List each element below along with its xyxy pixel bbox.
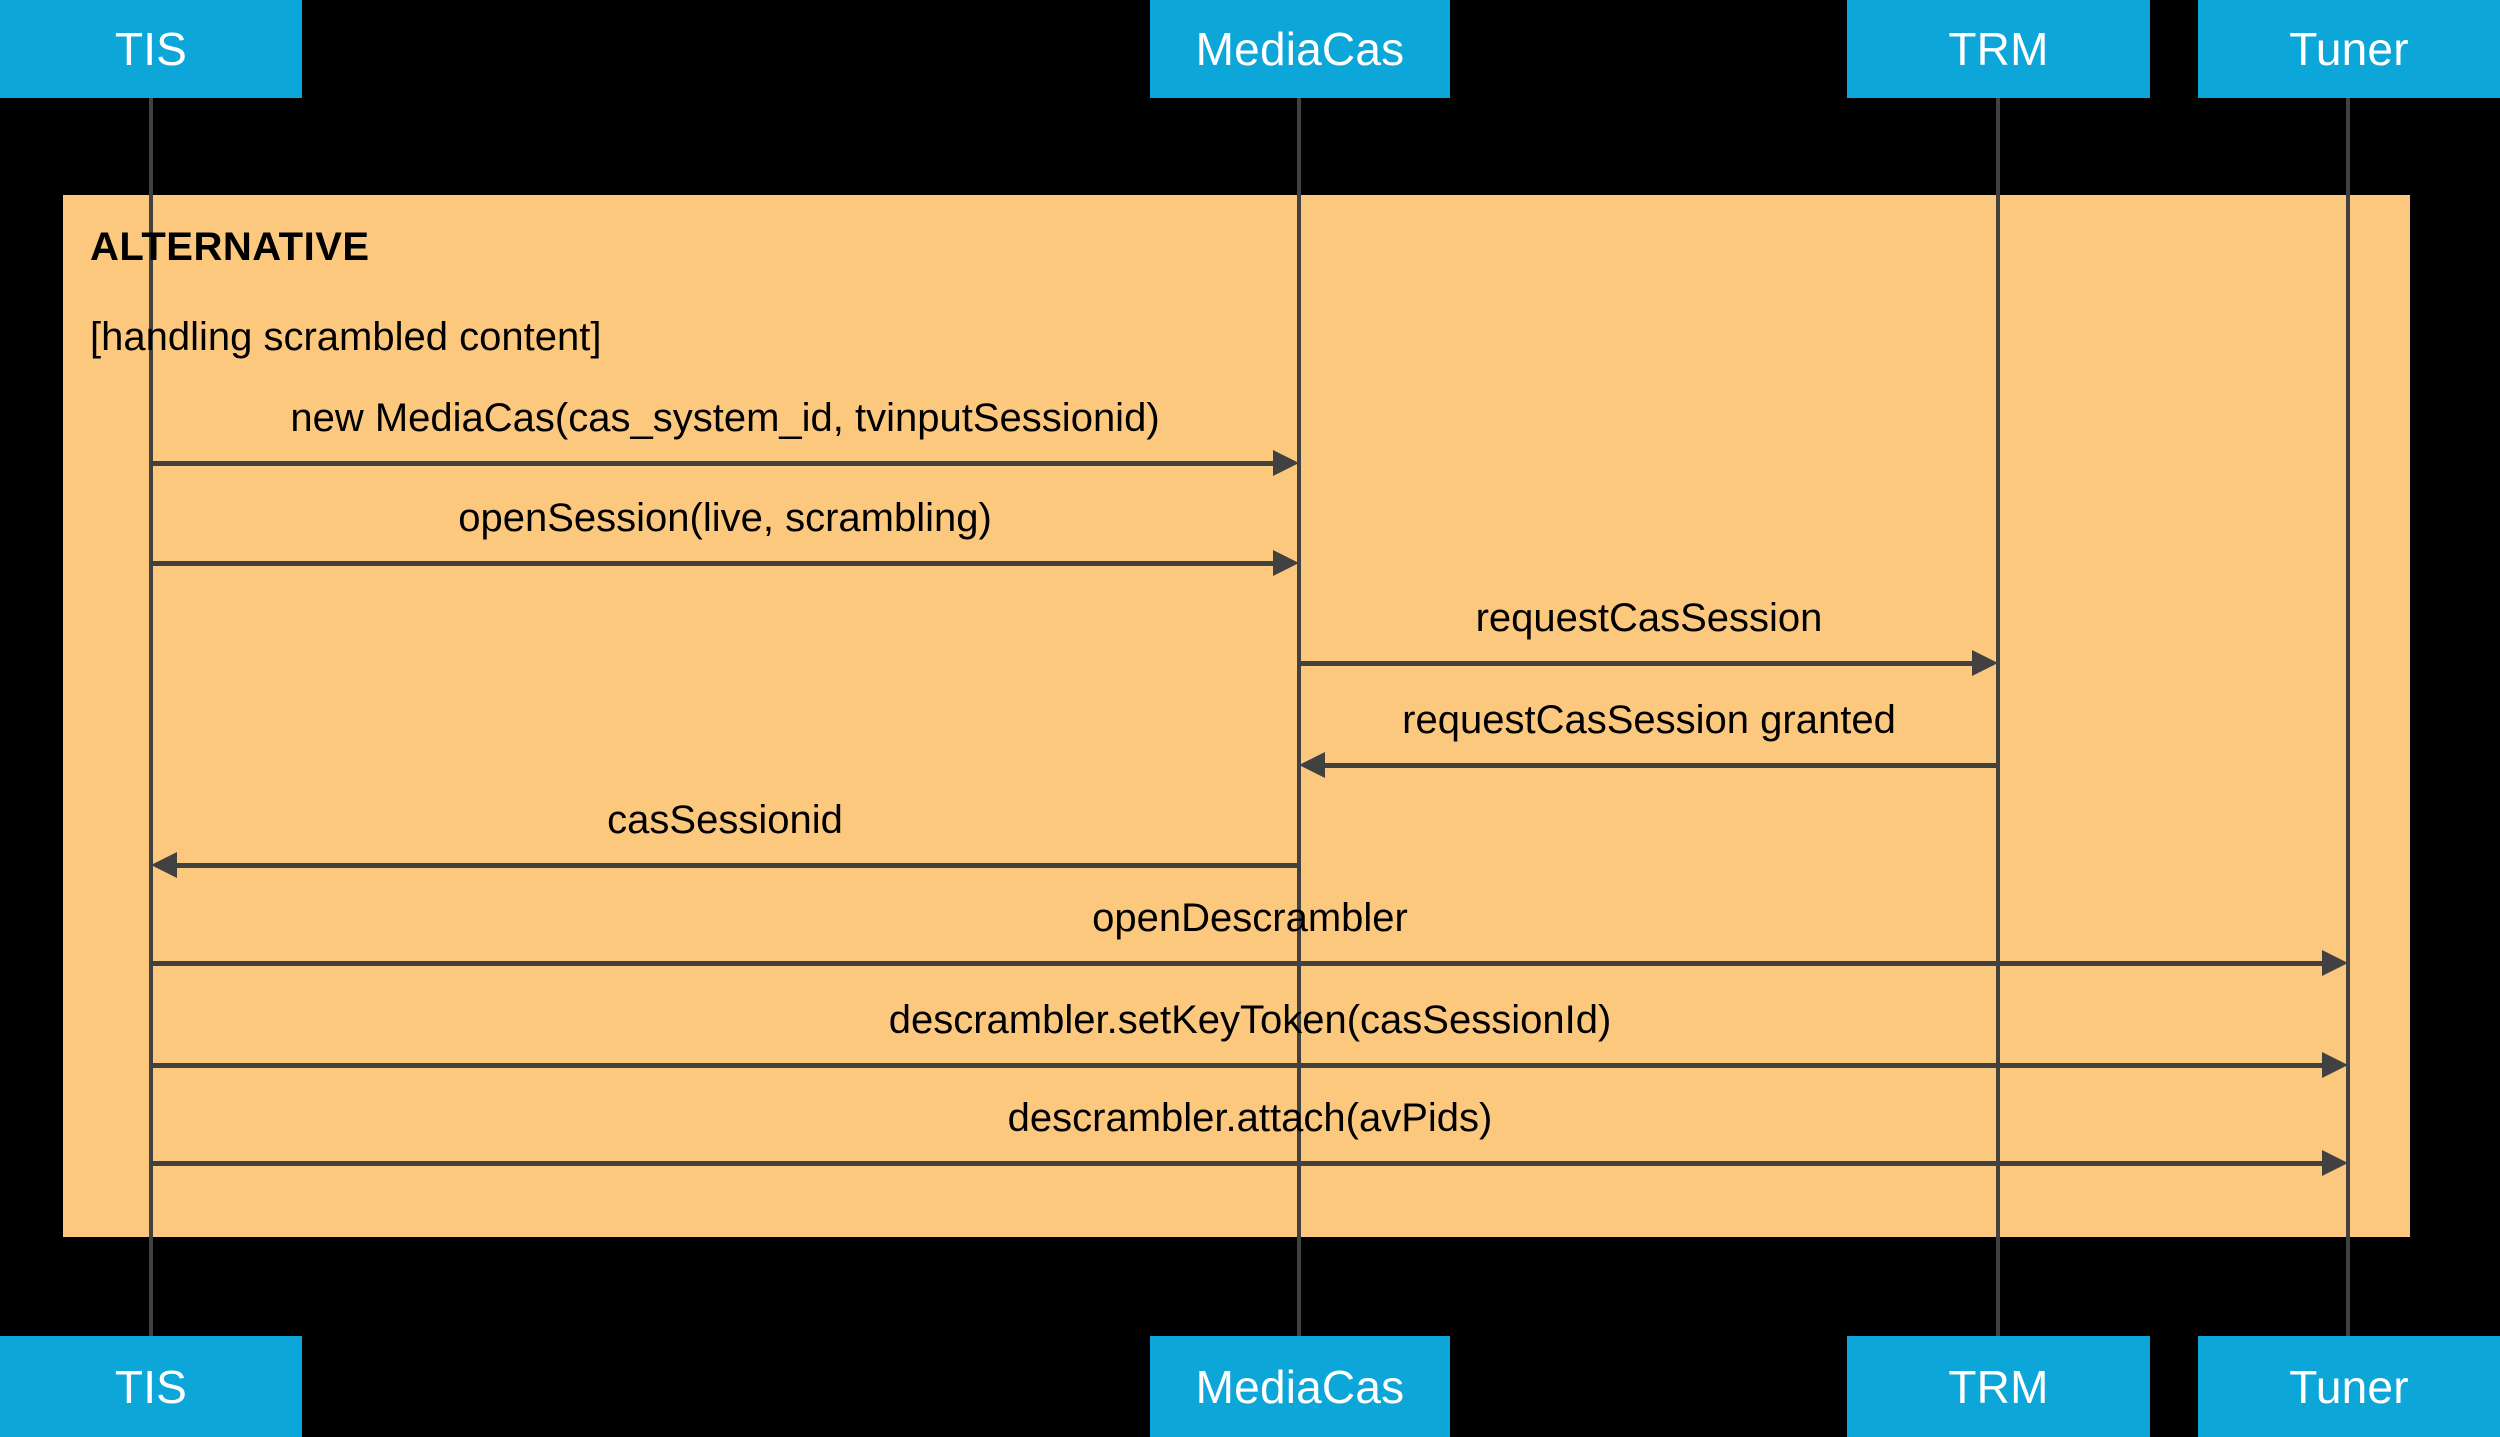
actor-footer-mediacas[interactable]: MediaCas [1150, 1336, 1450, 1437]
message-label-request-cas-session: requestCasSession [1475, 596, 1823, 640]
message-arrowhead-open-descrambler [2322, 950, 2348, 976]
message-arrowhead-cas-sessionid [151, 852, 177, 878]
message-label-request-cas-session-granted: requestCasSession granted [1402, 698, 1896, 742]
message-line-descrambler-attach [151, 1161, 2322, 1166]
message-line-request-cas-session-granted [1325, 763, 1998, 768]
message-label-open-descrambler: openDescrambler [1092, 896, 1408, 940]
message-label-descrambler-attach: descrambler.attach(avPids) [1007, 1096, 1493, 1140]
lifeline-tuner-in-fragment [2346, 195, 2350, 1237]
alt-fragment-guard: [handling scrambled content] [90, 315, 602, 359]
message-line-open-descrambler [151, 961, 2322, 966]
message-arrowhead-set-key-token [2322, 1052, 2348, 1078]
message-arrowhead-request-cas-session [1972, 650, 1998, 676]
message-line-new-mediacas [151, 461, 1273, 466]
actor-footer-tis[interactable]: TIS [0, 1336, 302, 1437]
message-arrowhead-request-cas-session-granted [1299, 752, 1325, 778]
actor-footer-tuner[interactable]: Tuner [2198, 1336, 2500, 1437]
message-line-request-cas-session [1299, 661, 1972, 666]
actor-header-tis[interactable]: TIS [0, 0, 302, 98]
actor-header-tuner[interactable]: Tuner [2198, 0, 2500, 98]
alt-fragment-operator: ALTERNATIVE [90, 225, 370, 269]
message-line-cas-sessionid [177, 863, 1299, 868]
message-label-set-key-token: descrambler.setKeyToken(casSessionId) [888, 998, 1612, 1042]
lifeline-mediacas-in-fragment [1297, 195, 1301, 1237]
lifeline-tis-in-fragment [149, 195, 153, 1237]
message-line-open-session [151, 561, 1273, 566]
message-arrowhead-descrambler-attach [2322, 1150, 2348, 1176]
message-label-new-mediacas: new MediaCas(cas_system_id, tvinputSessi… [290, 396, 1160, 440]
message-line-set-key-token [151, 1063, 2322, 1068]
message-arrowhead-new-mediacas [1273, 450, 1299, 476]
message-label-open-session: openSession(live, scrambling) [458, 496, 992, 540]
message-arrowhead-open-session [1273, 550, 1299, 576]
message-label-cas-sessionid: casSessionid [607, 798, 843, 842]
actor-header-mediacas[interactable]: MediaCas [1150, 0, 1450, 98]
actor-footer-trm[interactable]: TRM [1847, 1336, 2150, 1437]
lifeline-trm-in-fragment [1996, 195, 2000, 1237]
actor-header-trm[interactable]: TRM [1847, 0, 2150, 98]
